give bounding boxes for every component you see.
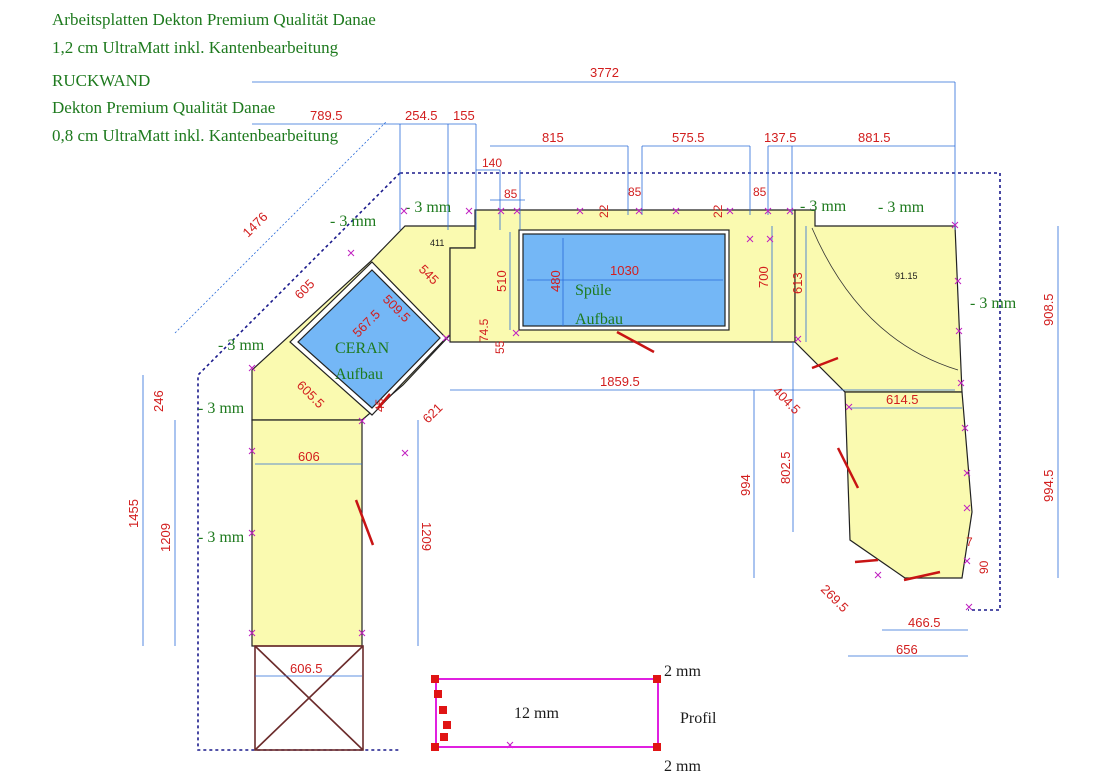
note-worktop-thickness: 1,2 cm UltraMatt inkl. Kantenbearbeitung bbox=[52, 38, 339, 57]
dim-137: 137.5 bbox=[764, 130, 797, 145]
dim-656: 656 bbox=[896, 642, 918, 657]
labels: - 3 mm - 3 mm - 3 mm - 3 mm - 3 mm - 3 m… bbox=[198, 198, 1017, 546]
dim-404: 404.5 bbox=[770, 384, 804, 418]
edge-markers bbox=[248, 207, 973, 749]
profile-edge-nodes bbox=[431, 675, 661, 751]
dim-994b: 994.5 bbox=[1041, 469, 1056, 502]
profile-top: 2 mm bbox=[664, 663, 701, 680]
dim-815: 815 bbox=[542, 130, 564, 145]
dim-254: 254.5 bbox=[405, 108, 438, 123]
joint-marks bbox=[354, 330, 941, 582]
dim-1476: 1476 bbox=[240, 209, 271, 240]
dim-1209b: 1209 bbox=[419, 522, 434, 551]
note-backsplash-material: Dekton Premium Qualität Danae bbox=[52, 98, 276, 117]
dim-908: 908.5 bbox=[1041, 293, 1056, 326]
dim-55: 55 bbox=[493, 340, 507, 354]
outer-dotted-outline bbox=[197, 172, 1001, 751]
profile-bottom: 2 mm bbox=[664, 758, 701, 775]
dim-140: 140 bbox=[482, 156, 502, 170]
dim-9115: 91.15 bbox=[895, 271, 918, 281]
dim-881: 881.5 bbox=[858, 130, 891, 145]
dim-613: 613 bbox=[790, 272, 805, 294]
dim-614: 614.5 bbox=[886, 392, 919, 407]
label-mm-top-right1: - 3 mm bbox=[800, 198, 847, 215]
profile-label: Profil bbox=[680, 710, 717, 727]
dim-85b: 85 bbox=[628, 185, 642, 199]
profile-sketch: 12 mm Profil 2 mm 2 mm bbox=[431, 663, 717, 775]
profile-thickness: 12 mm bbox=[514, 705, 559, 722]
dim-1455: 1455 bbox=[126, 499, 141, 528]
dim-6065: 606.5 bbox=[290, 661, 323, 676]
dim-466: 466.5 bbox=[908, 615, 941, 630]
dim-575: 575.5 bbox=[672, 130, 705, 145]
dim-22a: 22 bbox=[597, 204, 611, 218]
dim-1859: 1859.5 bbox=[600, 374, 640, 389]
dim-480: 480 bbox=[548, 270, 563, 292]
dim-605: 605 bbox=[292, 276, 318, 302]
note-worktop-material: Arbeitsplatten Dekton Premium Qualität D… bbox=[52, 10, 376, 29]
note-backsplash-title: RUCKWAND bbox=[52, 71, 151, 90]
dim-155: 155 bbox=[453, 108, 475, 123]
label-mm-top-right2: - 3 mm bbox=[878, 199, 925, 216]
label-mm-top-left: - 3 mm bbox=[330, 213, 377, 230]
hob-label-1: CERAN bbox=[335, 340, 390, 357]
hob-label-2: Aufbau bbox=[335, 366, 383, 383]
dim-745: 74.5 bbox=[477, 318, 491, 342]
dim-621: 621 bbox=[420, 400, 446, 426]
dim-700: 700 bbox=[756, 266, 771, 288]
label-mm-left3: - 3 mm bbox=[198, 529, 245, 546]
note-backsplash-thickness: 0,8 cm UltraMatt inkl. Kantenbearbeitung bbox=[52, 126, 339, 145]
dim-789: 789.5 bbox=[310, 108, 343, 123]
dim-overall: 3772 bbox=[590, 65, 619, 80]
dim-269: 269.5 bbox=[818, 582, 852, 616]
dim-606: 606 bbox=[298, 449, 320, 464]
dim-802: 802.5 bbox=[778, 451, 793, 484]
label-mm-right: - 3 mm bbox=[970, 295, 1017, 312]
dim-22b: 22 bbox=[711, 204, 725, 218]
label-mm-top-mid: - 3 mm bbox=[405, 199, 452, 216]
dim-85a: 85 bbox=[504, 187, 518, 201]
sink-label-2: Aufbau bbox=[575, 311, 623, 328]
countertop-right-top bbox=[794, 209, 963, 393]
dim-90: 90 bbox=[977, 560, 991, 574]
dim-1030: 1030 bbox=[610, 263, 639, 278]
hob-cutout bbox=[297, 269, 441, 409]
corner-radius-arc bbox=[811, 227, 959, 371]
profile-outline bbox=[435, 678, 659, 748]
label-mm-left1: - 3 mm bbox=[218, 337, 265, 354]
dim-246: 246 bbox=[151, 390, 166, 412]
countertop-right-leg bbox=[844, 391, 973, 579]
crossed-box bbox=[254, 645, 364, 751]
sink-label-1: Spüle bbox=[575, 282, 611, 299]
dim-1209a: 1209 bbox=[158, 523, 173, 552]
dim-411: 411 bbox=[430, 238, 444, 248]
dim-994: 994 bbox=[738, 474, 753, 496]
dim-510: 510 bbox=[494, 270, 509, 292]
dim-7: 7 bbox=[966, 535, 973, 549]
dimension-lines bbox=[142, 81, 1059, 677]
dim-85c: 85 bbox=[753, 185, 767, 199]
label-mm-left2: - 3 mm bbox=[198, 400, 245, 417]
